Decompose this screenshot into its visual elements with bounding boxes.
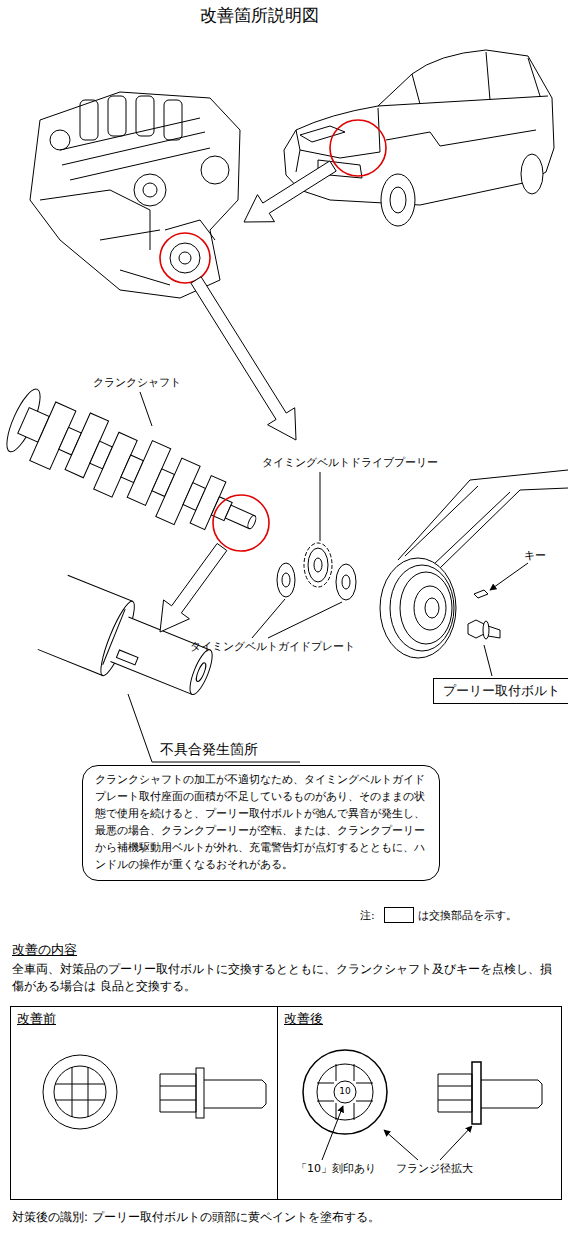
defect-label: 不具合発生箇所 [160,740,258,758]
legend-entry: は交換部品を示す。 [384,907,517,923]
part-name: キー [524,549,546,563]
leader-line [322,1106,343,1160]
leader-line [140,392,152,426]
crankshaft-drawing [1,385,269,554]
leader-line [268,602,342,638]
leader-line [440,1126,472,1160]
drive-pulley [304,543,332,587]
engine-drawing [30,92,240,298]
annotation: 「10」刻印あり [296,1162,376,1176]
page-title: 改善箇所説明図 [200,4,319,26]
hollow-arrow [191,277,296,440]
annotation: フランジ径拡大 [396,1162,473,1176]
legend-swatch [384,907,414,923]
part-name: タイミングベルトガイドプレート [190,640,355,654]
footer-note: 対策後の識別: プーリー取付ボルトの頭部に黄ペイントを塗布する。 [12,1210,380,1225]
leader-line [484,645,492,676]
node-text: 改善後 [284,1010,323,1028]
guide-plate-front [277,563,295,597]
bolt-before [43,1055,266,1129]
node-text: 改善前 [17,1010,56,1028]
legend-text: は交換部品を示す。 [418,908,517,923]
bolt-after [303,1050,542,1134]
stamp-mark: 10 [339,1086,350,1098]
pulley-bolt [468,620,500,639]
hollow-arrow [160,543,227,632]
node-text: クランクシャフトの加工が不適切なため、タイミングベルトガイドプレート取付座面の面… [95,772,427,874]
part-name: タイミングベルトドライブプーリー [262,456,438,470]
leader-line [490,563,528,590]
leader-line [384,1130,418,1160]
leader-line [320,472,321,541]
leader-line [128,694,300,762]
table-cell: 改善前 [10,1006,278,1200]
part-label-box: プーリー取付ボルト [433,678,568,704]
key-part [474,590,488,598]
car-drawing [284,50,554,226]
note-label: 注: [360,909,375,923]
section-heading: 改善の内容 [12,942,77,959]
crank-pulley [380,470,568,658]
callout-bubble: クランクシャフトの加工が不適切なため、タイミングベルトガイドプレート取付座面の面… [82,765,440,881]
body-text: 全車両、対策品のプーリー取付ボルトに交換するとともに、クランクシャフト及びキーを… [12,961,562,994]
guide-plate-rear [336,564,356,600]
part-name: クランクシャフト [93,376,181,390]
node-text: プーリー取付ボルト [443,682,560,700]
hollow-arrow [244,161,336,222]
